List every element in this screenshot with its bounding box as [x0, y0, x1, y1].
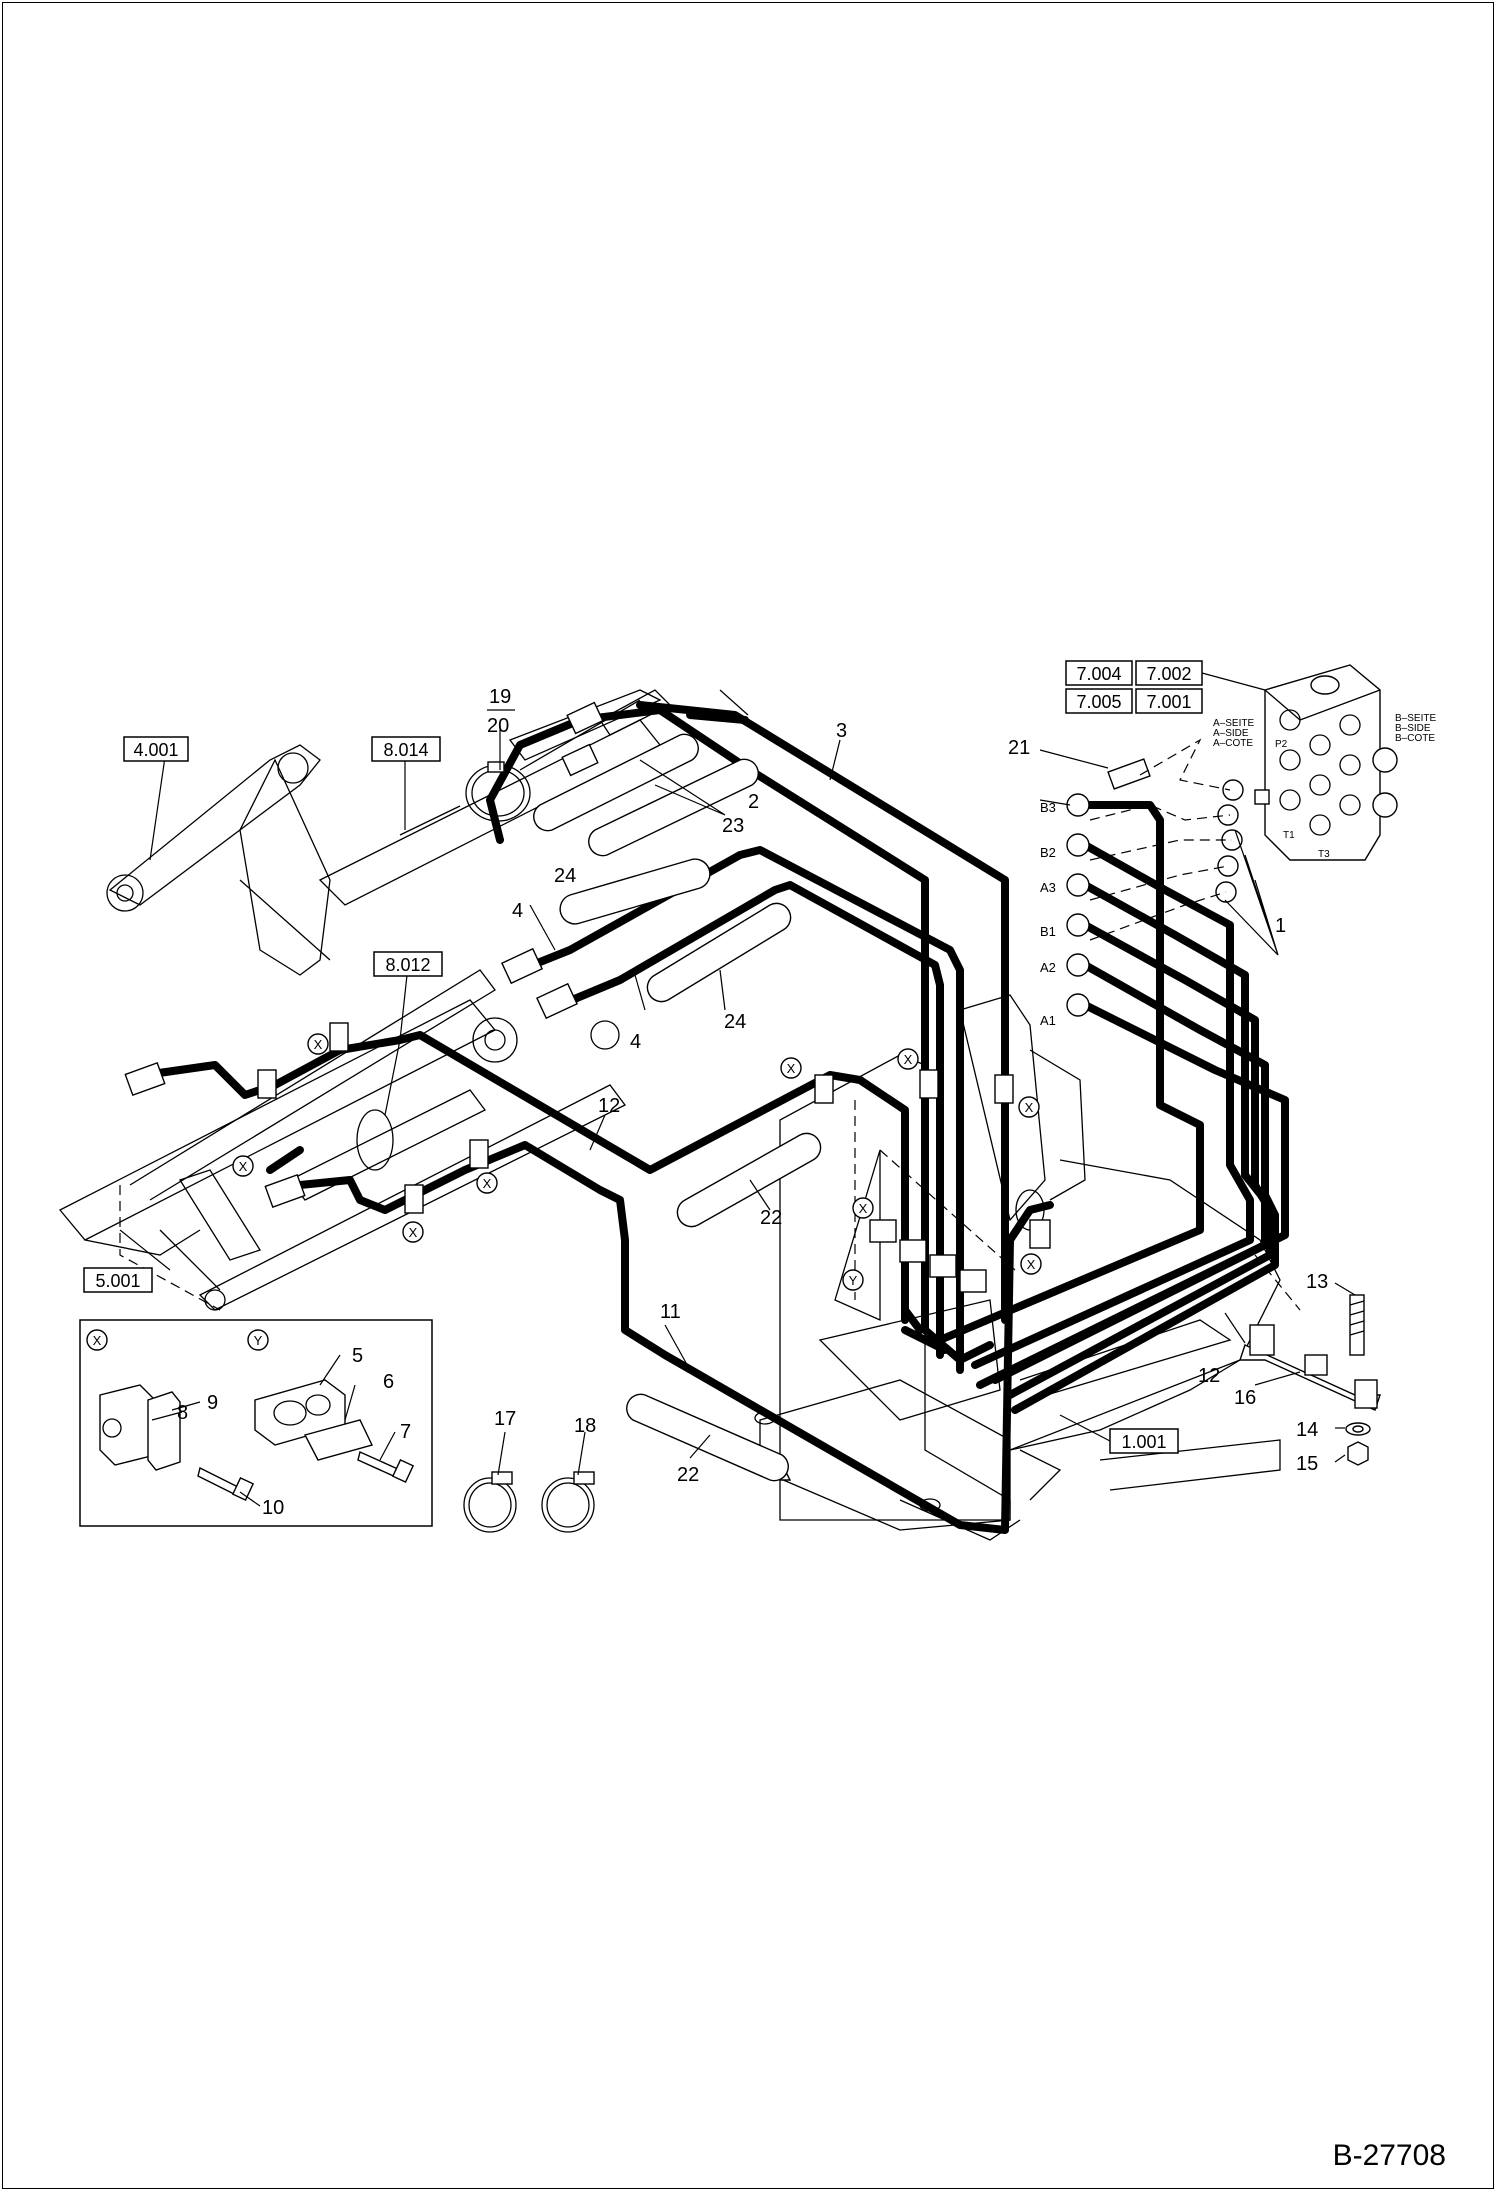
marker-x-3: X: [409, 1225, 418, 1240]
reference-boxes: 4.001 8.014 8.012 5.001 1.001 7.004 7.00…: [83, 660, 1266, 1454]
part-label-20: 20: [487, 715, 509, 737]
marker-x-9: X: [1027, 1257, 1036, 1272]
ref-box-5001: 5.001: [95, 1271, 140, 1291]
part-label-16: 16: [1234, 1387, 1256, 1409]
marker-y-1: Y: [849, 1273, 858, 1288]
detail-box-xy: [79, 1319, 433, 1527]
control-valve: [1066, 664, 1398, 1017]
part-label-5: 5: [352, 1345, 363, 1367]
ref-box-7001: 7.001: [1146, 692, 1191, 712]
marker-x-7: X: [1025, 1100, 1034, 1115]
valve-b-side-fr: B–COTE: [1395, 733, 1435, 744]
ref-box-4001: 4.001: [133, 740, 178, 760]
part-label-24a: 24: [554, 865, 576, 887]
port-label-a3: A3: [1040, 880, 1056, 895]
marker-x-4: X: [483, 1176, 492, 1191]
part-label-6: 6: [383, 1371, 394, 1393]
valve-a-side-fr: A–COTE: [1213, 738, 1253, 749]
detail-marker-x: X: [93, 1333, 102, 1348]
port-label-a2: A2: [1040, 960, 1056, 975]
ref-box-7004: 7.004: [1076, 664, 1121, 684]
marker-x-2: X: [314, 1037, 323, 1052]
valve-a-side-en: A–SIDE: [1213, 728, 1249, 739]
part-label-22a: 22: [760, 1207, 782, 1229]
part-labels: 1 2 3 4 4 5 6 7 8 9 10 11 12 12 13 14 15…: [177, 686, 1328, 1519]
port-labels: B3 B2 A3 B1 A2 A1 A–SEITE A–SIDE A–COTE …: [1040, 713, 1436, 1028]
valve-a-side-de: A–SEITE: [1213, 718, 1254, 729]
valve-b-side-de: B–SEITE: [1395, 713, 1436, 724]
part-label-23: 23: [722, 815, 744, 837]
part-label-13: 13: [1306, 1271, 1328, 1293]
hose-fittings: [124, 701, 1051, 1293]
document-number: B-27708: [1332, 2139, 1446, 2172]
part-label-21: 21: [1008, 737, 1030, 759]
part-label-12a: 12: [598, 1095, 620, 1117]
hose-clamps: [463, 761, 595, 1533]
hose-sleeves: [533, 733, 822, 1482]
part-label-2: 2: [748, 791, 759, 813]
valve-label-p2: P2: [1275, 739, 1288, 750]
bracket-parts: [1239, 1294, 1381, 1466]
part-label-11: 11: [660, 1301, 681, 1323]
part-label-15: 15: [1296, 1453, 1318, 1475]
part-label-8: 8: [177, 1402, 188, 1424]
ref-box-7005: 7.005: [1076, 692, 1121, 712]
marker-x-5: X: [787, 1061, 796, 1076]
part-label-12b: 12: [1198, 1365, 1220, 1387]
part-label-9: 9: [207, 1392, 218, 1414]
part-label-14: 14: [1296, 1419, 1318, 1441]
part-label-10: 10: [262, 1497, 284, 1519]
marker-x-6: X: [904, 1052, 913, 1067]
part-label-7: 7: [400, 1421, 411, 1443]
part-label-17: 17: [494, 1408, 516, 1430]
port-label-b2: B2: [1040, 845, 1056, 860]
part-label-22b: 22: [677, 1464, 699, 1486]
detail-marker-y: Y: [254, 1333, 263, 1348]
port-label-b1: B1: [1040, 924, 1056, 939]
part-label-19: 19: [489, 686, 511, 708]
ref-box-7002: 7.002: [1146, 664, 1191, 684]
port-label-a1: A1: [1040, 1013, 1056, 1028]
part-label-1: 1: [1275, 915, 1286, 937]
ref-box-1001: 1.001: [1121, 1432, 1166, 1452]
leader-lines: [119, 689, 1356, 1507]
port-label-b3: B3: [1040, 800, 1056, 815]
valve-b-side-en: B–SIDE: [1395, 723, 1431, 734]
marker-x-8: X: [859, 1201, 868, 1216]
detail-markers: X Y X X X X X X X X X Y: [86, 1033, 1042, 1351]
part-label-24b: 24: [724, 1011, 746, 1033]
part-label-4a: 4: [512, 900, 523, 922]
valve-label-t3: T3: [1318, 849, 1330, 860]
valve-label-t1: T1: [1283, 830, 1295, 841]
part-label-18: 18: [574, 1415, 596, 1437]
marker-x-1: X: [239, 1159, 248, 1174]
part-label-4b: 4: [630, 1031, 641, 1053]
ref-box-8012: 8.012: [385, 955, 430, 975]
part-label-3: 3: [836, 720, 847, 742]
ref-box-8014: 8.014: [383, 740, 428, 760]
